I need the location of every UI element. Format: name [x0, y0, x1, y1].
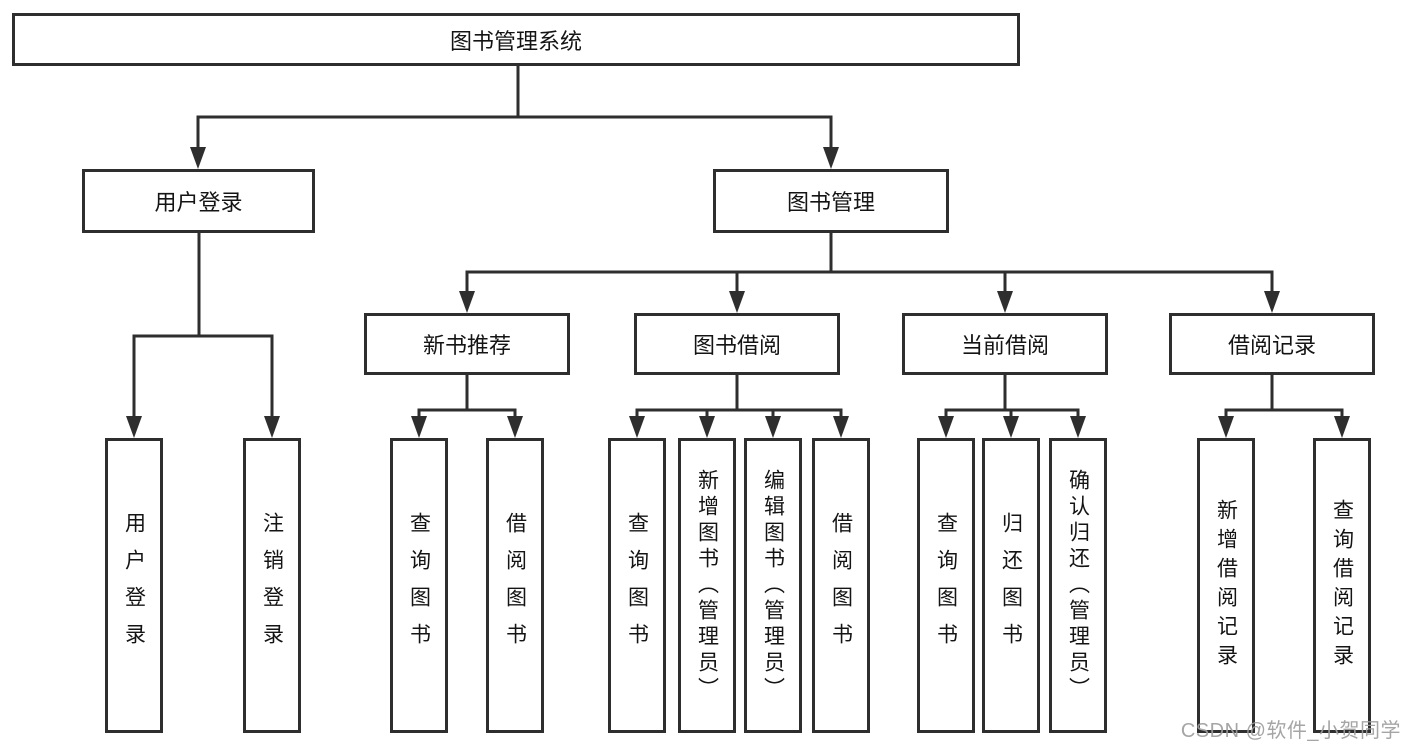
leaf-logout-login: 注销登录	[243, 438, 301, 733]
leaf-label: 新增图书（管理员）	[695, 468, 719, 703]
leaf-label: 借阅图书	[829, 511, 853, 660]
leaf-label: 借阅图书	[503, 511, 527, 660]
leaf-label: 查询图书	[625, 511, 649, 660]
watermark: CSDN @软件_小贺同学	[1180, 720, 1401, 742]
node-new-book-recommendation: 新书推荐	[364, 313, 570, 375]
leaf-query-books-current: 查询图书	[917, 438, 975, 733]
leaf-label: 查询图书	[407, 511, 431, 660]
leaf-return-books: 归还图书	[982, 438, 1040, 733]
leaf-query-borrow-record: 查询借阅记录	[1313, 438, 1371, 733]
node-book-borrowing: 图书借阅	[634, 313, 840, 375]
leaf-label: 查询图书	[934, 511, 958, 660]
leaf-query-books-borrowing: 查询图书	[608, 438, 666, 733]
leaf-borrow-books-recommend: 借阅图书	[486, 438, 544, 733]
leaf-label: 编辑图书（管理员）	[761, 468, 785, 703]
leaf-add-books-admin: 新增图书（管理员）	[678, 438, 736, 733]
node-borrowing-records: 借阅记录	[1169, 313, 1375, 375]
node-library-management-system: 图书管理系统	[12, 13, 1020, 66]
node-user-login: 用户登录	[82, 169, 315, 233]
node-current-borrowing: 当前借阅	[902, 313, 1108, 375]
leaf-edit-books-admin: 编辑图书（管理员）	[744, 438, 802, 733]
leaf-label: 注销登录	[260, 511, 284, 660]
leaf-confirm-return-admin: 确认归还（管理员）	[1049, 438, 1107, 733]
leaf-borrow-books: 借阅图书	[812, 438, 870, 733]
leaf-label: 归还图书	[999, 511, 1023, 660]
leaf-label: 新增借阅记录	[1214, 498, 1238, 673]
leaf-label: 确认归还（管理员）	[1066, 468, 1090, 703]
leaf-user-login: 用户登录	[105, 438, 163, 733]
node-book-management: 图书管理	[713, 169, 949, 233]
leaf-label: 查询借阅记录	[1330, 498, 1354, 673]
leaf-query-books-recommend: 查询图书	[390, 438, 448, 733]
leaf-add-borrow-record: 新增借阅记录	[1197, 438, 1255, 733]
leaf-label: 用户登录	[122, 511, 146, 660]
